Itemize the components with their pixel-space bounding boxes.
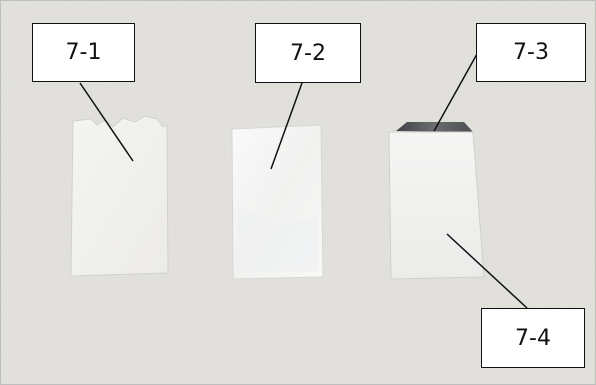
- sample-7-1: [70, 115, 169, 277]
- leader-line-7-1: [79, 82, 134, 162]
- label-7-2: 7-2: [255, 23, 361, 83]
- leader-line-7-4: [446, 233, 528, 309]
- leader-line-7-3: [433, 53, 478, 132]
- label-7-1: 7-1: [32, 23, 135, 82]
- sample-7-3-strip: [396, 122, 473, 132]
- label-7-4: 7-4: [481, 308, 585, 368]
- label-7-3: 7-3: [476, 23, 586, 82]
- sample-7-4: [388, 131, 485, 280]
- leader-line-7-2: [270, 82, 303, 170]
